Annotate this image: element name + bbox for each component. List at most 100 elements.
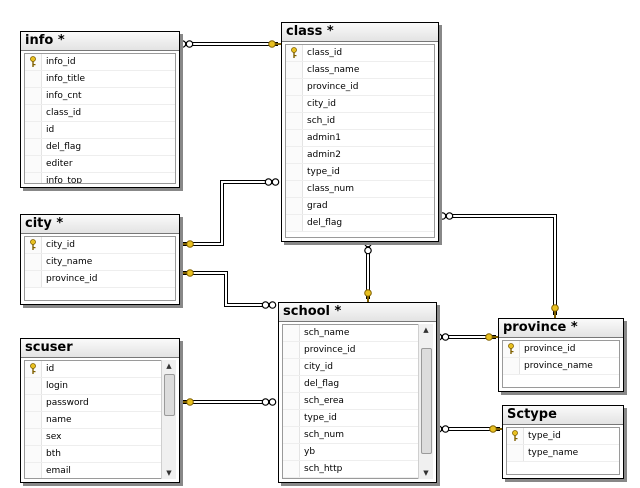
field-row[interactable]: sch_num: [283, 427, 418, 444]
field-row[interactable]: province_id: [283, 342, 418, 359]
field-row[interactable]: class_num: [286, 181, 434, 198]
field-row[interactable]: del_flag: [283, 376, 418, 393]
field-row[interactable]: admin1: [286, 130, 434, 147]
table-title[interactable]: scuser: [21, 339, 179, 358]
field-name: sch_who: [304, 478, 342, 479]
field-row[interactable]: password: [25, 395, 161, 412]
scroll-up-icon[interactable]: ▲: [423, 326, 429, 334]
many-end-icon: [185, 40, 194, 48]
relationship-line: [182, 180, 278, 246]
many-end-icon: [261, 301, 270, 309]
table-title[interactable]: info *: [21, 32, 179, 51]
field-row[interactable]: type_id: [283, 410, 418, 427]
field-list: sch_name province_id city_id del_flag sc…: [282, 324, 419, 479]
relationship-line: [182, 271, 275, 307]
field-row[interactable]: city_id: [286, 96, 434, 113]
field-row[interactable]: info_cnt: [25, 88, 175, 105]
field-row[interactable]: sex: [25, 429, 161, 446]
many-end-icon: [445, 212, 454, 220]
relationship-line: [182, 271, 275, 307]
field-name: grad: [307, 201, 328, 211]
field-row[interactable]: city_id: [283, 359, 418, 376]
scroll-up-icon[interactable]: ▲: [166, 362, 172, 370]
table-class[interactable]: class * class_id class_name province_id …: [281, 22, 439, 242]
field-list: province_id province_name: [502, 340, 620, 388]
field-name: province_id: [524, 344, 576, 354]
field-name: admin1: [307, 133, 341, 143]
field-row[interactable]: province_id: [503, 341, 619, 358]
table-school[interactable]: school * sch_name province_id city_id de…: [278, 302, 437, 483]
field-row[interactable]: sch_who: [283, 478, 418, 479]
table-title[interactable]: Sctype: [503, 406, 623, 425]
table-info[interactable]: info * info_id info_title info_cnt class…: [20, 31, 180, 188]
field-name: city_id: [46, 240, 76, 250]
field-row[interactable]: sch_id: [286, 113, 434, 130]
field-row[interactable]: bth: [25, 446, 161, 463]
field-row[interactable]: province_id: [286, 79, 434, 96]
table-city[interactable]: city * city_id city_name province_id: [20, 214, 180, 305]
table-province[interactable]: province * province_id province_name: [498, 318, 624, 392]
field-row[interactable]: id: [25, 122, 175, 139]
field-name: sch_erea: [304, 396, 344, 406]
field-row[interactable]: city_name: [25, 254, 175, 271]
relationship-endpoints: [178, 40, 559, 433]
field-row[interactable]: class_name: [286, 62, 434, 79]
one-end-key-icon: [180, 240, 194, 248]
field-row[interactable]: info_id: [25, 54, 175, 71]
scroll-thumb[interactable]: [421, 348, 432, 454]
field-name: info_title: [46, 74, 85, 84]
field-row[interactable]: class_id: [286, 45, 434, 62]
table-title[interactable]: class *: [282, 23, 438, 42]
scroll-down-icon[interactable]: ▼: [423, 469, 429, 477]
primary-key-icon: [30, 56, 36, 67]
field-row[interactable]: type_id: [507, 428, 619, 445]
one-end-key-icon: [268, 40, 282, 48]
field-name: admin2: [307, 150, 341, 160]
field-row[interactable]: name: [25, 412, 161, 429]
one-end-key-icon: [485, 333, 499, 341]
primary-key-icon: [291, 47, 297, 58]
scroll-down-icon[interactable]: ▼: [166, 469, 172, 477]
table-sctype[interactable]: Sctype type_id type_name: [502, 405, 624, 479]
field-name: info_cnt: [46, 91, 82, 101]
vertical-scrollbar[interactable]: ▲ ▼: [161, 360, 176, 479]
field-row[interactable]: admin2: [286, 147, 434, 164]
scroll-thumb[interactable]: [164, 374, 175, 416]
field-row[interactable]: yb: [283, 444, 418, 461]
field-name: city_name: [46, 257, 93, 267]
field-row[interactable]: province_id: [25, 271, 175, 288]
field-row[interactable]: grad: [286, 198, 434, 215]
field-row[interactable]: info_title: [25, 71, 175, 88]
field-row[interactable]: del_flag: [25, 139, 175, 156]
table-title[interactable]: city *: [21, 215, 179, 234]
field-name: id: [46, 125, 55, 135]
field-list: class_id class_name province_id city_id …: [285, 44, 435, 238]
one-end-key-icon: [364, 289, 372, 303]
table-title[interactable]: province *: [499, 319, 623, 338]
field-row[interactable]: del_flag: [286, 215, 434, 232]
field-row[interactable]: type_name: [507, 445, 619, 462]
field-row[interactable]: city_id: [25, 237, 175, 254]
many-end-icon: [441, 333, 450, 341]
table-title[interactable]: school *: [279, 303, 436, 322]
field-name: type_name: [528, 448, 579, 458]
field-row[interactable]: sch_name: [283, 325, 418, 342]
field-name: province_id: [46, 274, 98, 284]
field-row[interactable]: province_name: [503, 358, 619, 375]
field-row[interactable]: info_top: [25, 173, 175, 183]
field-name: info_id: [46, 57, 76, 67]
field-row[interactable]: login: [25, 378, 161, 395]
table-scuser[interactable]: scuser id login password name sex bth em…: [20, 338, 180, 483]
field-name: login: [46, 381, 68, 391]
field-row[interactable]: sch_http: [283, 461, 418, 478]
field-list: city_id city_name province_id: [24, 236, 176, 301]
field-row[interactable]: sch_erea: [283, 393, 418, 410]
field-row[interactable]: id: [25, 361, 161, 378]
field-row[interactable]: editer: [25, 156, 175, 173]
vertical-scrollbar[interactable]: ▲ ▼: [418, 324, 433, 479]
field-row[interactable]: class_id: [25, 105, 175, 122]
field-list: info_id info_title info_cnt class_id id …: [24, 53, 176, 184]
field-row[interactable]: type_id: [286, 164, 434, 181]
field-row[interactable]: email: [25, 463, 161, 478]
